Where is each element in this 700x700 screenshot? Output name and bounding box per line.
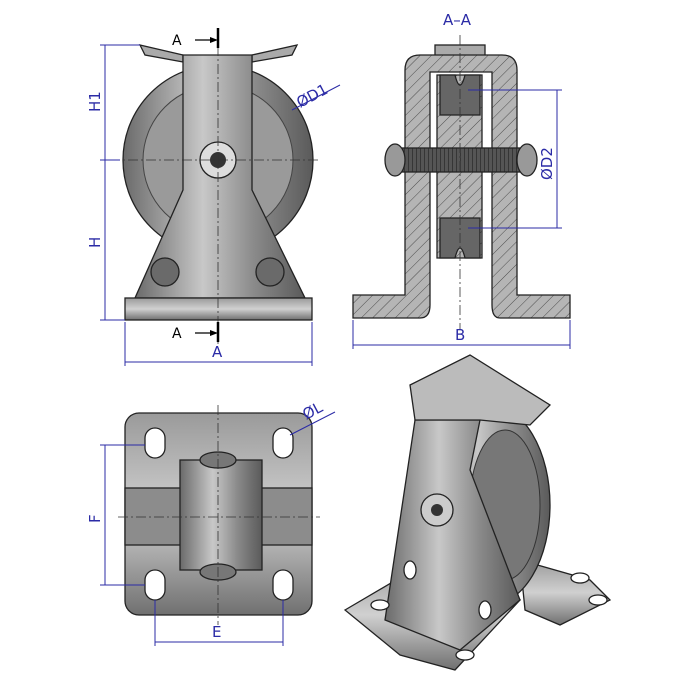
dim-label-h: H (86, 237, 104, 248)
base-plate (124, 297, 313, 321)
leader-d1 (291, 84, 341, 111)
isometric-view (343, 354, 612, 671)
axle-bolt (391, 147, 531, 173)
slot-hole (272, 427, 294, 459)
bracket-top (179, 459, 263, 571)
front-view: A A H1 H A ØD1 (86, 28, 341, 366)
slot-hole (144, 569, 166, 601)
bracket-section (352, 54, 571, 319)
mounting-hole (150, 257, 180, 287)
section-marker-top: A (172, 33, 182, 49)
dim-label-h1: H1 (86, 91, 104, 112)
section-marker-bottom: A (172, 326, 182, 342)
leader-l (289, 411, 336, 436)
slot-hole (272, 569, 294, 601)
nut (516, 143, 538, 177)
dim-label-f: F (86, 514, 104, 523)
dim-label-b: B (455, 326, 465, 344)
iso-top (409, 354, 552, 426)
dim-label-a: A (212, 343, 223, 361)
slot-hole (144, 427, 166, 459)
dim-label-e: E (212, 623, 221, 641)
bolt-head (384, 143, 406, 177)
section-title: A–A (443, 11, 472, 29)
dim-label-d1: ØD1 (293, 80, 331, 111)
dim-label-d2: ØD2 (538, 147, 556, 180)
top-tab-right (251, 44, 299, 63)
top-view: F E ØL (86, 398, 336, 646)
mounting-hole (255, 257, 285, 287)
section-view: A–A ØD2 B (352, 11, 571, 349)
